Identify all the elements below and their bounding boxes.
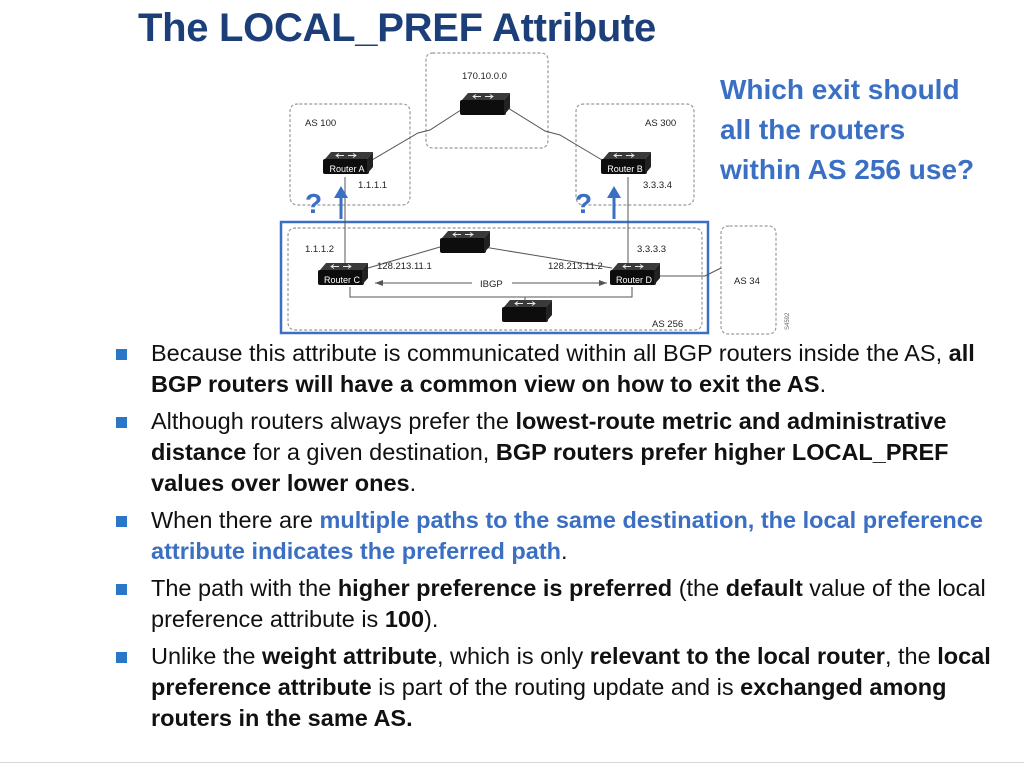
link-c-top256 (367, 246, 441, 269)
as300-label: AS 300 (645, 118, 676, 129)
bullet-text-segment: BGP routers prefer higher LOCAL_PREF val… (151, 439, 949, 496)
bottom-divider (0, 762, 1024, 763)
bullet-text-segment: (the (672, 575, 726, 601)
bullet-text-segment: is part of the routing update and is (371, 674, 741, 700)
bullet-text-segment: . (561, 538, 568, 564)
bullet-text-segment: higher preference is preferred (337, 575, 673, 601)
bullet-text-segment: When there are (151, 507, 320, 533)
bullet-text-segment: local preference attribute (151, 643, 991, 700)
bullet-item: When there are multiple paths to the sam… (116, 505, 1006, 567)
router-top-icon (459, 92, 511, 116)
ip-a-label: 1.1.1.1 (358, 180, 387, 191)
question-mark-right: ? (575, 188, 592, 219)
bullet-text-segment: ). (424, 606, 439, 632)
link-d-bottom256 (525, 287, 633, 298)
network-label: 170.10.0.0 (462, 71, 507, 82)
bullet-text-segment: multiple paths to the same destination, … (151, 507, 983, 564)
bullet-text-segment: Unlike the (151, 643, 263, 669)
as256-label: AS 256 (652, 319, 683, 330)
link-b-top (507, 107, 603, 161)
bullet-text-segment: Because this attribute is communicated w… (151, 340, 949, 366)
ip-c-label: 1.1.1.2 (305, 244, 334, 255)
router-d-label: Router D (616, 275, 653, 285)
as-top-cloud (425, 52, 549, 149)
bullet-item: Unlike the weight attribute, which is on… (116, 641, 1006, 734)
router-c-label: Router C (324, 275, 361, 285)
ibgp-label: IBGP (480, 279, 503, 290)
ip-d-label: 3.3.3.3 (637, 244, 666, 255)
bullet-text-segment: all BGP routers will have a common view … (151, 340, 975, 397)
bullet-text-segment: , the (884, 643, 938, 669)
bullet-item: The path with the higher preference is p… (116, 573, 1006, 635)
exit-arrow-right-icon (607, 186, 621, 219)
router-top256-icon (439, 230, 491, 254)
slide-title: The LOCAL_PREF Attribute (138, 6, 656, 50)
bullet-item: Because this attribute is communicated w… (116, 338, 1006, 400)
as256-highlight-box (279, 220, 710, 335)
as34-label: AS 34 (734, 276, 760, 287)
router-b-label: Router B (607, 164, 643, 174)
bullet-text-segment: . (819, 371, 827, 397)
ip-b-label: 3.3.3.4 (643, 180, 672, 191)
as100-cloud (289, 103, 411, 206)
as34-cloud (720, 225, 777, 335)
ip-c-ibgp-label: 128.213.11.1 (377, 261, 432, 272)
bullet-text-segment: weight attribute (262, 643, 437, 669)
bullet-text-segment: value of the local preference attribute … (151, 575, 986, 632)
bullet-text-segment: lowest-route metric and administrative d… (151, 408, 947, 465)
router-a-label: Router A (329, 164, 364, 174)
bullet-text-segment: The path with the (151, 575, 338, 601)
bullet-text-segment: Although routers always prefer the (151, 408, 516, 434)
bullet-text-segment: 100 (384, 606, 425, 632)
link-a-top (371, 107, 465, 161)
bullet-item: Although routers always prefer the lowes… (116, 406, 1006, 499)
as300-cloud (575, 103, 695, 206)
bullet-text-segment: relevant to the local router (589, 643, 885, 669)
question-mark-left: ? (305, 188, 322, 219)
router-bottom256-icon (501, 299, 553, 323)
bullet-text-segment: exchanged among routers in the same AS. (151, 674, 947, 731)
exit-arrow-left-icon (334, 186, 348, 219)
bgp-topology-diagram: Router A Router B Router C Router D 170.… (279, 52, 791, 335)
bullet-text-segment: , which is only (436, 643, 590, 669)
as100-label: AS 100 (305, 118, 336, 129)
figure-id: S4592 (785, 312, 791, 330)
bullet-text-segment: default (725, 575, 803, 601)
question-callout: Which exit should all the routers within… (720, 74, 975, 185)
bullet-list: Because this attribute is communicated w… (116, 338, 1006, 740)
bullet-text-segment: . (409, 470, 417, 496)
as256-cloud (287, 227, 703, 331)
ip-d-ibgp-label: 128.213.11.2 (548, 261, 603, 272)
link-d-as34 (658, 267, 722, 277)
bullet-text-segment: for a given destination, (246, 439, 496, 465)
link-d-top256 (483, 246, 613, 269)
